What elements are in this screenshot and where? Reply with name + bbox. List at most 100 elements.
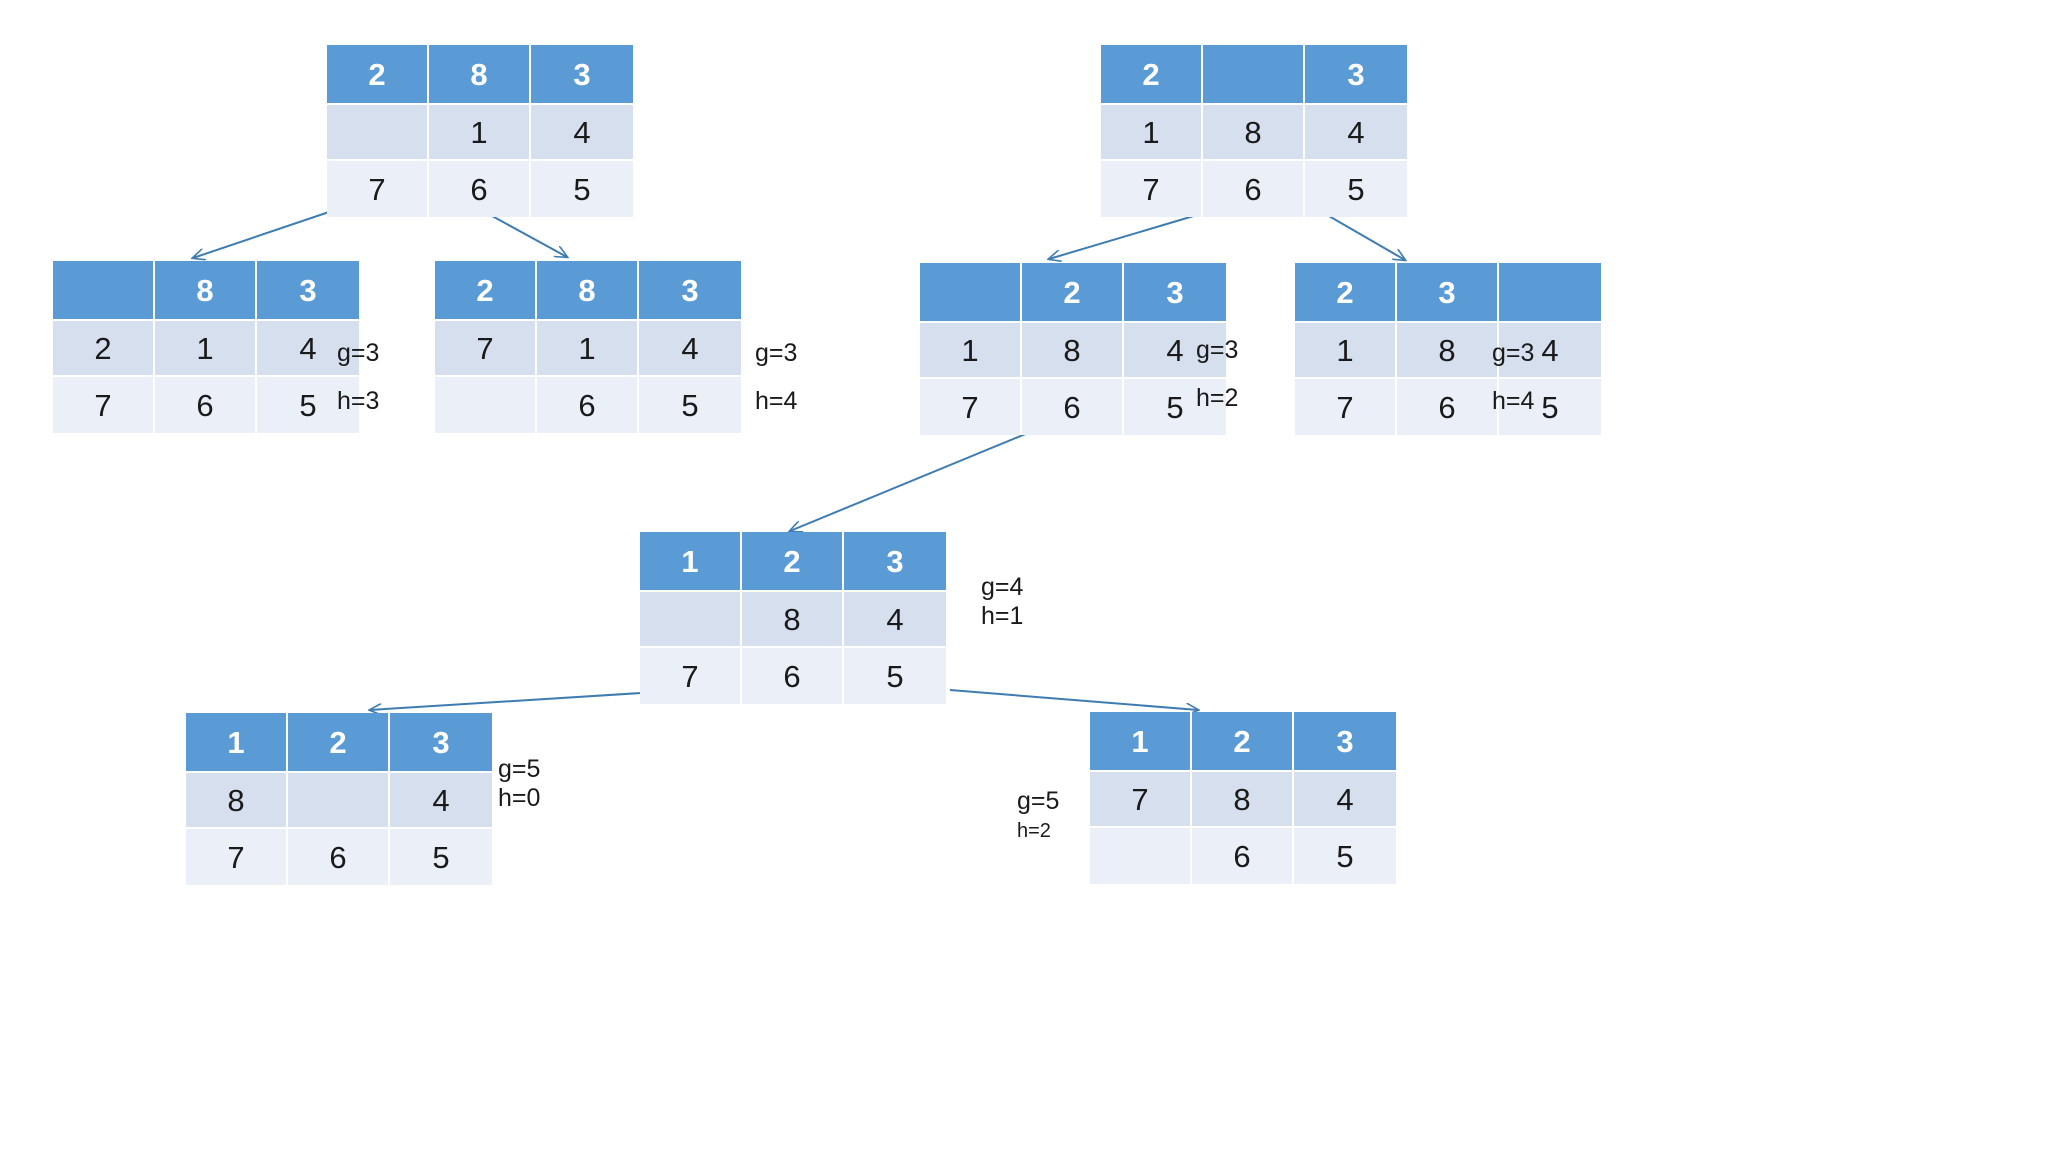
puzzle-cell: 7 bbox=[435, 321, 537, 377]
puzzle-cell: 2 bbox=[1192, 712, 1294, 772]
edge-root-left-to-level2-b bbox=[482, 210, 567, 257]
puzzle-cell: 6 bbox=[1203, 161, 1305, 217]
g-value: g=3 bbox=[755, 339, 798, 367]
puzzle-cell: 3 bbox=[1397, 263, 1499, 323]
g-value: g=4 bbox=[981, 573, 1024, 601]
puzzle-cell: 1 bbox=[429, 105, 531, 161]
puzzle-cell: 6 bbox=[155, 377, 257, 433]
puzzle-cell: 2 bbox=[1295, 263, 1397, 323]
g-value: g=5 bbox=[1017, 787, 1060, 815]
h-value: h=4 bbox=[1492, 386, 1535, 415]
h-value: h=2 bbox=[1196, 383, 1239, 412]
puzzle-cell: 5 bbox=[257, 377, 359, 433]
puzzle-cell: 3 bbox=[390, 713, 492, 773]
puzzle-cell: 8 bbox=[1203, 105, 1305, 161]
edge-level2-c-to-level3-mid bbox=[790, 420, 1058, 531]
puzzle-cell: 2 bbox=[288, 713, 390, 773]
puzzle-cell: 7 bbox=[1295, 379, 1397, 435]
puzzle-cell: 6 bbox=[429, 161, 531, 217]
puzzle-cell: 1 bbox=[1101, 105, 1203, 161]
puzzle-cell: 8 bbox=[1022, 323, 1124, 379]
puzzle-cell-blank bbox=[920, 263, 1022, 323]
puzzle-cell: 2 bbox=[53, 321, 155, 377]
puzzle-cell-blank bbox=[327, 105, 429, 161]
puzzle-cell: 5 bbox=[390, 829, 492, 885]
puzzle-cell: 3 bbox=[639, 261, 741, 321]
puzzle-cell-blank bbox=[1203, 45, 1305, 105]
puzzle-cell: 1 bbox=[640, 532, 742, 592]
edge-root-left-to-level2-a bbox=[193, 211, 330, 258]
puzzle-cell: 5 bbox=[531, 161, 633, 217]
puzzle-cell: 4 bbox=[1499, 323, 1601, 379]
puzzle-cell-blank bbox=[1499, 263, 1601, 323]
puzzle-cell-blank bbox=[288, 773, 390, 829]
puzzle-cell: 5 bbox=[1294, 828, 1396, 884]
puzzle-cell: 2 bbox=[742, 532, 844, 592]
puzzle-cell-blank bbox=[435, 377, 537, 433]
puzzle-cell: 2 bbox=[1022, 263, 1124, 323]
puzzle-cell: 6 bbox=[288, 829, 390, 885]
cost-label-level2-a: g=3 h=3 bbox=[337, 330, 379, 425]
puzzle-cell-blank bbox=[1090, 828, 1192, 884]
puzzle-cell: 5 bbox=[1305, 161, 1407, 217]
puzzle-cell: 7 bbox=[640, 648, 742, 704]
edge-root-right-to-level2-c bbox=[1049, 211, 1208, 259]
puzzle-cell: 1 bbox=[1295, 323, 1397, 379]
edge-root-right-to-level2-d bbox=[1321, 211, 1405, 260]
g-value: g=3 bbox=[337, 339, 380, 367]
puzzle-cell: 6 bbox=[742, 648, 844, 704]
h-value: h=3 bbox=[337, 386, 380, 415]
puzzle-cell: 2 bbox=[1101, 45, 1203, 105]
puzzle-cell: 8 bbox=[1192, 772, 1294, 828]
puzzle-cell: 3 bbox=[531, 45, 633, 105]
puzzle-cell: 6 bbox=[1022, 379, 1124, 435]
puzzle-cell: 6 bbox=[1192, 828, 1294, 884]
puzzle-cell: 8 bbox=[742, 592, 844, 648]
puzzle-cell: 1 bbox=[186, 713, 288, 773]
puzzle-cell: 4 bbox=[390, 773, 492, 829]
puzzle-cell: 3 bbox=[1294, 712, 1396, 772]
puzzle-cell: 7 bbox=[1090, 772, 1192, 828]
puzzle-cell: 8 bbox=[155, 261, 257, 321]
edge-level3-mid-to-level4-right bbox=[949, 689, 1198, 710]
puzzle-cell: 8 bbox=[1397, 323, 1499, 379]
puzzle-cell: 5 bbox=[1124, 379, 1226, 435]
puzzle-cell: 7 bbox=[186, 829, 288, 885]
puzzle-cell: 1 bbox=[920, 323, 1022, 379]
h-value: h=0 bbox=[498, 783, 541, 812]
puzzle-cell: 1 bbox=[537, 321, 639, 377]
puzzle-cell: 8 bbox=[186, 773, 288, 829]
puzzle-cell: 1 bbox=[1090, 712, 1192, 772]
puzzle-cell: 3 bbox=[257, 261, 359, 321]
puzzle-cell: 8 bbox=[537, 261, 639, 321]
puzzle-cell: 5 bbox=[639, 377, 741, 433]
h-value: h=4 bbox=[755, 386, 798, 415]
